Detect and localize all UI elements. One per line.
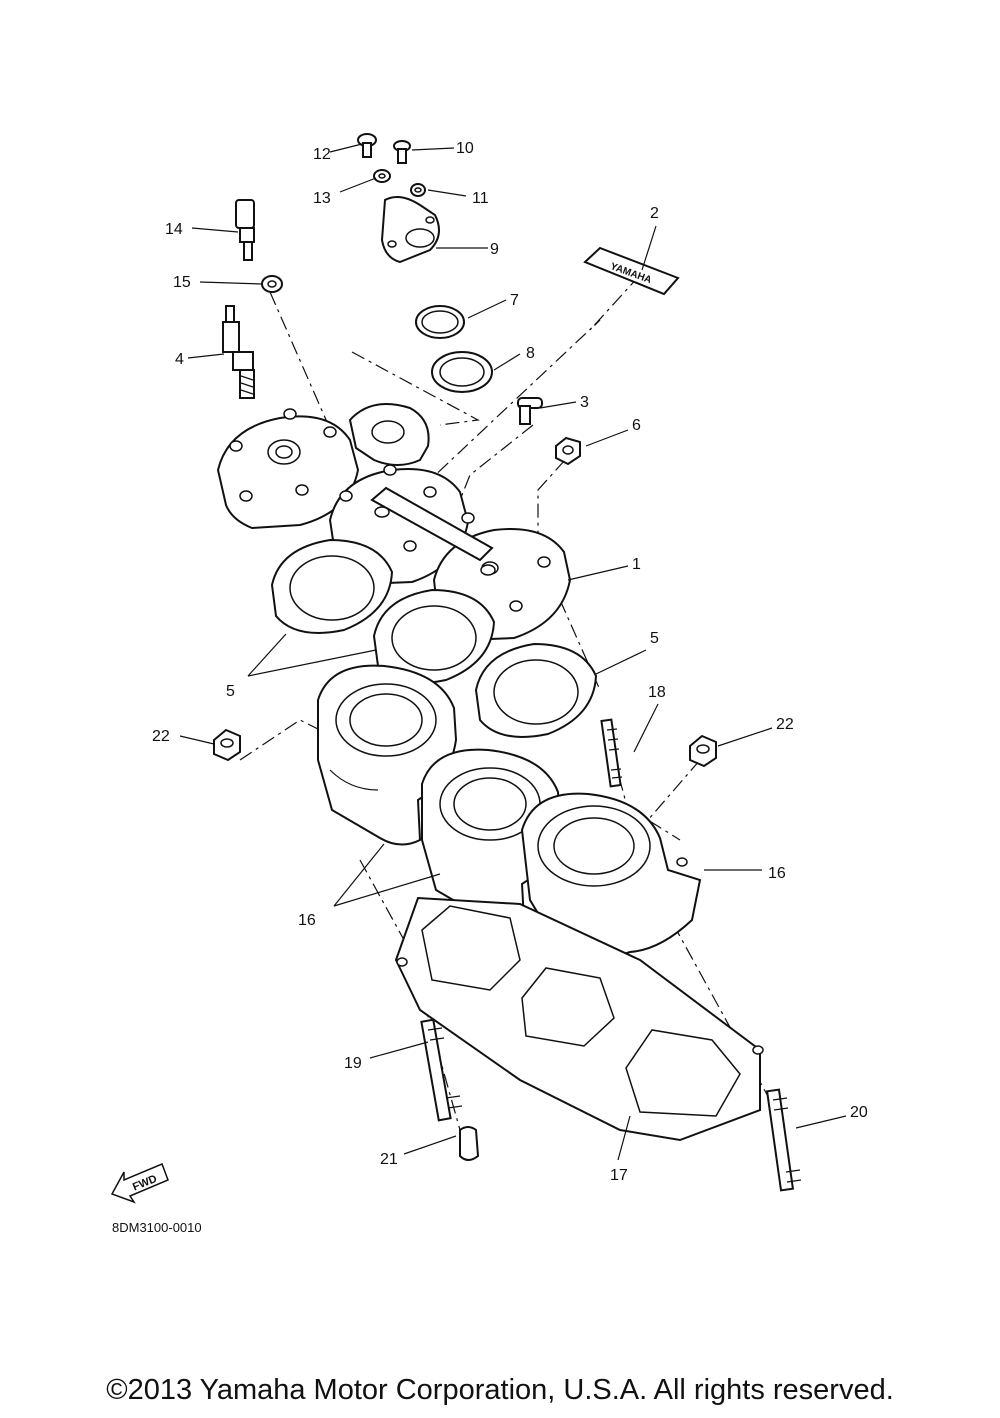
copyright-notice: ©2013 Yamaha Motor Corporation, U.S.A. A… (106, 1374, 894, 1406)
callout-8: 8 (526, 345, 535, 362)
callout-5-right: 5 (650, 630, 659, 647)
callout-22-left: 22 (152, 728, 170, 745)
bolt-10 (393, 140, 411, 164)
callout-3: 3 (580, 394, 589, 411)
spark-plug-4 (222, 305, 255, 399)
callout-leaders (179, 143, 847, 1161)
washer-11 (410, 183, 426, 197)
head-gasket-rear (270, 538, 394, 634)
callout-11: 11 (472, 190, 489, 207)
yamaha-decal-2: YAMAHA (583, 246, 680, 296)
cylinder-head-rear (216, 408, 360, 530)
callout-9: 9 (490, 241, 499, 258)
callout-19: 19 (344, 1055, 362, 1072)
diagram-code: 8DM3100-0010 (112, 1220, 202, 1235)
cylinder-front (520, 792, 702, 962)
washer-13 (373, 169, 391, 183)
callout-5-left: 5 (226, 683, 235, 700)
o-ring-7 (415, 305, 465, 339)
callout-12: 12 (313, 146, 331, 163)
callout-17: 17 (610, 1167, 628, 1184)
callout-2: 2 (650, 205, 659, 222)
callout-16-right: 16 (768, 865, 786, 882)
nut-22-left (213, 728, 241, 762)
callout-22-right: 22 (776, 716, 794, 733)
base-gasket-17 (394, 896, 764, 1142)
cylinder-rear (317, 664, 458, 846)
washer-15 (261, 275, 283, 293)
callout-18: 18 (648, 684, 666, 701)
callout-13: 13 (313, 190, 331, 207)
cap-21 (459, 1126, 480, 1161)
callout-15: 15 (173, 274, 191, 291)
callout-14: 14 (165, 221, 183, 238)
stud-19 (420, 1018, 463, 1122)
fitting-3 (517, 397, 543, 425)
callout-6: 6 (632, 417, 641, 434)
callout-1: 1 (632, 556, 641, 573)
forward-arrow-icon: FWD (110, 1163, 169, 1204)
callout-16-left: 16 (298, 912, 316, 929)
stud-18 (600, 718, 623, 788)
temperature-sensor-14 (235, 199, 255, 261)
bolt-12 (357, 133, 377, 158)
stud-20 (765, 1088, 802, 1192)
callout-7: 7 (510, 292, 519, 309)
callout-labels: 12 10 13 11 14 9 2 15 7 4 8 3 6 1 5 5 18… (152, 140, 868, 1184)
head-gasket-front (474, 642, 598, 738)
cylinder-center (421, 748, 562, 926)
water-jacket-outlet (348, 403, 496, 576)
seal-8 (431, 351, 493, 393)
nut-6 (555, 436, 581, 466)
callout-20: 20 (850, 1104, 868, 1121)
callout-10: 10 (456, 140, 474, 157)
callout-4: 4 (175, 351, 184, 368)
nut-22-right (689, 734, 717, 768)
head-gasket-center (372, 588, 496, 684)
thermostat-cover-9 (380, 195, 440, 264)
callout-21: 21 (380, 1151, 398, 1168)
